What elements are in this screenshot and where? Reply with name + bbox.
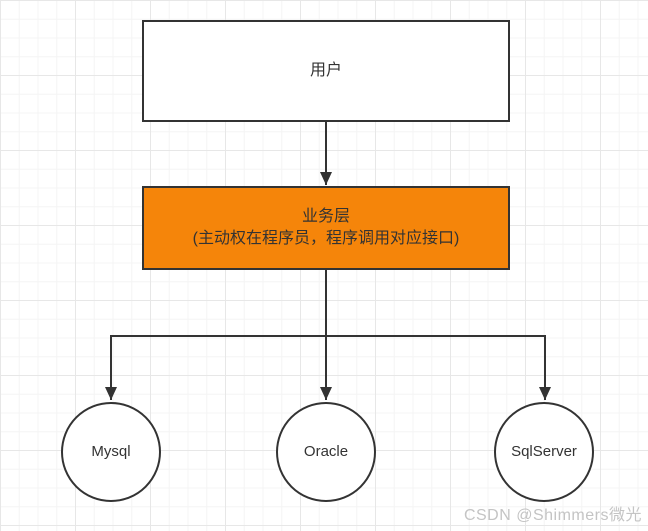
node-user-label: 用户	[309, 62, 342, 79]
node-db-oracle: Oracle	[276, 402, 376, 502]
node-db-mysql: Mysql	[61, 402, 161, 502]
node-business-subtitle: (主动权在程序员，程序调用对应接口)	[192, 230, 460, 247]
node-db-sqlserver: SqlServer	[494, 402, 594, 502]
node-db-mysql-label: Mysql	[91, 443, 131, 460]
edge-business-databases	[105, 270, 551, 400]
csdn-watermark: CSDN @Shimmers微光	[463, 507, 642, 524]
node-business-title: 业务层	[301, 208, 350, 225]
node-user: 用户	[142, 20, 510, 122]
node-business-layer: 业务层 (主动权在程序员，程序调用对应接口)	[142, 186, 510, 270]
node-db-oracle-label: Oracle	[303, 443, 349, 460]
node-db-sqlserver-label: SqlServer	[511, 443, 577, 460]
